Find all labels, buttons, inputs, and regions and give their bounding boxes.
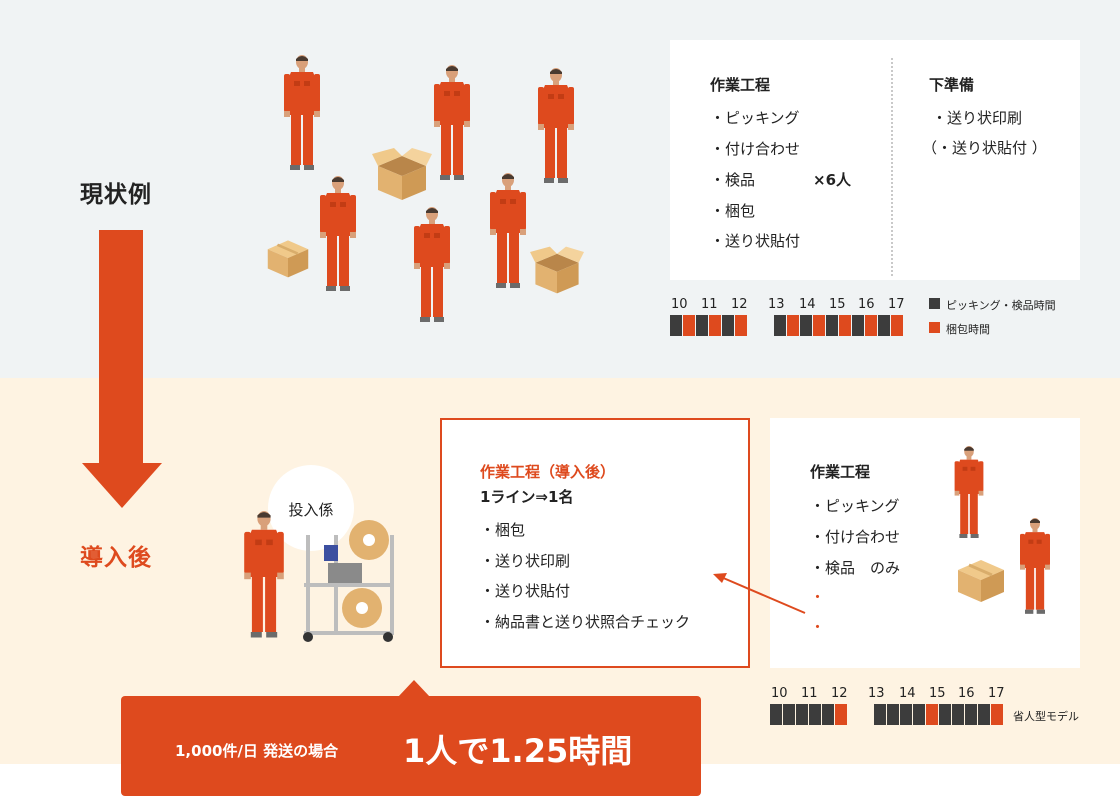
timeline-cell-picking	[670, 315, 682, 336]
process-heading: 作業工程	[710, 76, 771, 94]
after-process-item: ・送り状貼付	[480, 582, 571, 600]
role-label: 投入係	[288, 501, 334, 519]
timeline-cell-picking	[809, 704, 821, 725]
legend-label-packing: 梱包時間	[946, 323, 990, 336]
hour-label: 17	[888, 297, 905, 312]
packing-station-illustration	[244, 511, 394, 642]
after-process-card: 作業工程（導入後） 1ライン⇒1名 ・梱包 ・送り状印刷 ・送り状貼付 ・納品書…	[440, 418, 750, 668]
process-item: ・送り状貼付	[710, 232, 801, 250]
printer-icon	[324, 545, 338, 561]
wheel-icon	[383, 632, 393, 642]
after-process-subheading: 1ライン⇒1名	[480, 488, 574, 506]
remaining-process-item: ・ピッキング	[810, 497, 900, 515]
down-arrow-shaft	[99, 230, 143, 465]
timeline-cell-picking	[939, 704, 951, 725]
wheel-icon	[303, 632, 313, 642]
timeline-cell-picking	[783, 704, 795, 725]
moved-process-bullet: ・	[810, 618, 826, 636]
result-banner: 1,000件/日 発送の場合 1人で1.25時間	[121, 696, 701, 796]
timeline-cell-packing	[813, 315, 825, 336]
hour-label: 11	[801, 686, 818, 701]
timeline-cell-picking	[978, 704, 990, 725]
timeline-cell-packing	[865, 315, 877, 336]
hour-label: 17	[988, 686, 1005, 701]
hour-label: 15	[829, 297, 846, 312]
after-process-item: ・納品書と送り状照合チェック	[480, 613, 691, 631]
hour-label: 10	[771, 686, 788, 701]
hour-label: 11	[701, 297, 718, 312]
hour-label: 16	[858, 297, 875, 312]
after-process-item: ・送り状印刷	[480, 552, 571, 570]
moved-process-bullet: ・	[810, 588, 826, 606]
banner-condition: 1,000件/日 発送の場合	[175, 742, 339, 760]
prep-item: （・送り状貼付 ）	[922, 139, 1047, 157]
timeline-cell-picking	[822, 704, 834, 725]
timeline-cell-packing	[735, 315, 747, 336]
timeline-cell-picking	[878, 315, 890, 336]
timeline-cell-picking	[722, 315, 734, 336]
divider	[891, 58, 893, 276]
legend-swatch-picking	[929, 298, 940, 309]
timeline-cell-picking	[965, 704, 977, 725]
remaining-process-item: ・検品 のみ	[810, 559, 901, 577]
after-process-item: ・梱包	[480, 521, 526, 539]
process-item: ・ピッキング	[710, 109, 800, 127]
remaining-process-heading: 作業工程	[810, 463, 871, 481]
device-icon	[328, 563, 362, 583]
timeline-cell-packing	[787, 315, 799, 336]
hour-label: 12	[831, 686, 848, 701]
hour-label: 13	[868, 686, 885, 701]
timeline-cell-picking	[852, 315, 864, 336]
prep-item: ・送り状印刷	[932, 109, 1023, 127]
remaining-process-item: ・付け合わせ	[810, 528, 901, 546]
after-timeline: 10 11 12 13 14 15 16 17 省人型モデル	[0, 378, 1120, 764]
hour-label: 14	[899, 686, 916, 701]
timeline-cell-picking	[796, 704, 808, 725]
down-arrow-icon	[82, 463, 162, 508]
timeline-cell-picking	[887, 704, 899, 725]
hour-label: 10	[671, 297, 688, 312]
remaining-process-card: 作業工程 ・ピッキング ・付け合わせ ・検品 のみ ・ ・	[770, 418, 1080, 668]
timeline-cell-picking	[874, 704, 886, 725]
banner-result: 1人で1.25時間	[403, 732, 633, 770]
timeline-cell-picking	[913, 704, 925, 725]
timeline-cell-picking	[800, 315, 812, 336]
timeline-cell-picking	[952, 704, 964, 725]
timeline-cell-picking	[696, 315, 708, 336]
current-label: 現状例	[80, 182, 152, 208]
worker-multiplier: ×6人	[813, 171, 852, 189]
cart-shelf	[304, 631, 394, 635]
hour-label: 12	[731, 297, 748, 312]
hour-label: 14	[799, 297, 816, 312]
hour-label: 16	[958, 686, 975, 701]
prep-heading: 下準備	[929, 76, 975, 94]
timeline-cell-packing	[839, 315, 851, 336]
cart-shelf	[304, 583, 394, 587]
banner-pointer-icon	[398, 680, 430, 697]
process-item: ・梱包	[710, 202, 756, 220]
hour-label: 15	[929, 686, 946, 701]
current-timeline: 10 11 12 13 14 15 16 17 ピッキング・検品時間 梱包時間	[0, 0, 1120, 378]
model-label: 省人型モデル	[1013, 710, 1079, 723]
timeline-cell-picking	[826, 315, 838, 336]
hour-label: 13	[768, 297, 785, 312]
timeline-cell-packing	[926, 704, 938, 725]
after-process-heading: 作業工程（導入後）	[480, 463, 616, 481]
timeline-cell-packing	[683, 315, 695, 336]
timeline-cell-packing	[991, 704, 1003, 725]
process-item: ・検品	[710, 171, 756, 189]
after-label: 導入後	[80, 545, 152, 571]
legend-label-picking: ピッキング・検品時間	[946, 299, 1056, 312]
transfer-arrow-icon	[713, 573, 806, 614]
timeline-cell-picking	[770, 704, 782, 725]
legend-swatch-packing	[929, 322, 940, 333]
timeline-cell-packing	[709, 315, 721, 336]
timeline-cell-picking	[900, 704, 912, 725]
current-process-card: 作業工程 ・ピッキング ・付け合わせ ・検品 ・梱包 ・送り状貼付 ×6人 下準…	[670, 40, 1080, 280]
timeline-cell-packing	[835, 704, 847, 725]
process-item: ・付け合わせ	[710, 140, 801, 158]
timeline-cell-packing	[891, 315, 903, 336]
timeline-cell-picking	[774, 315, 786, 336]
